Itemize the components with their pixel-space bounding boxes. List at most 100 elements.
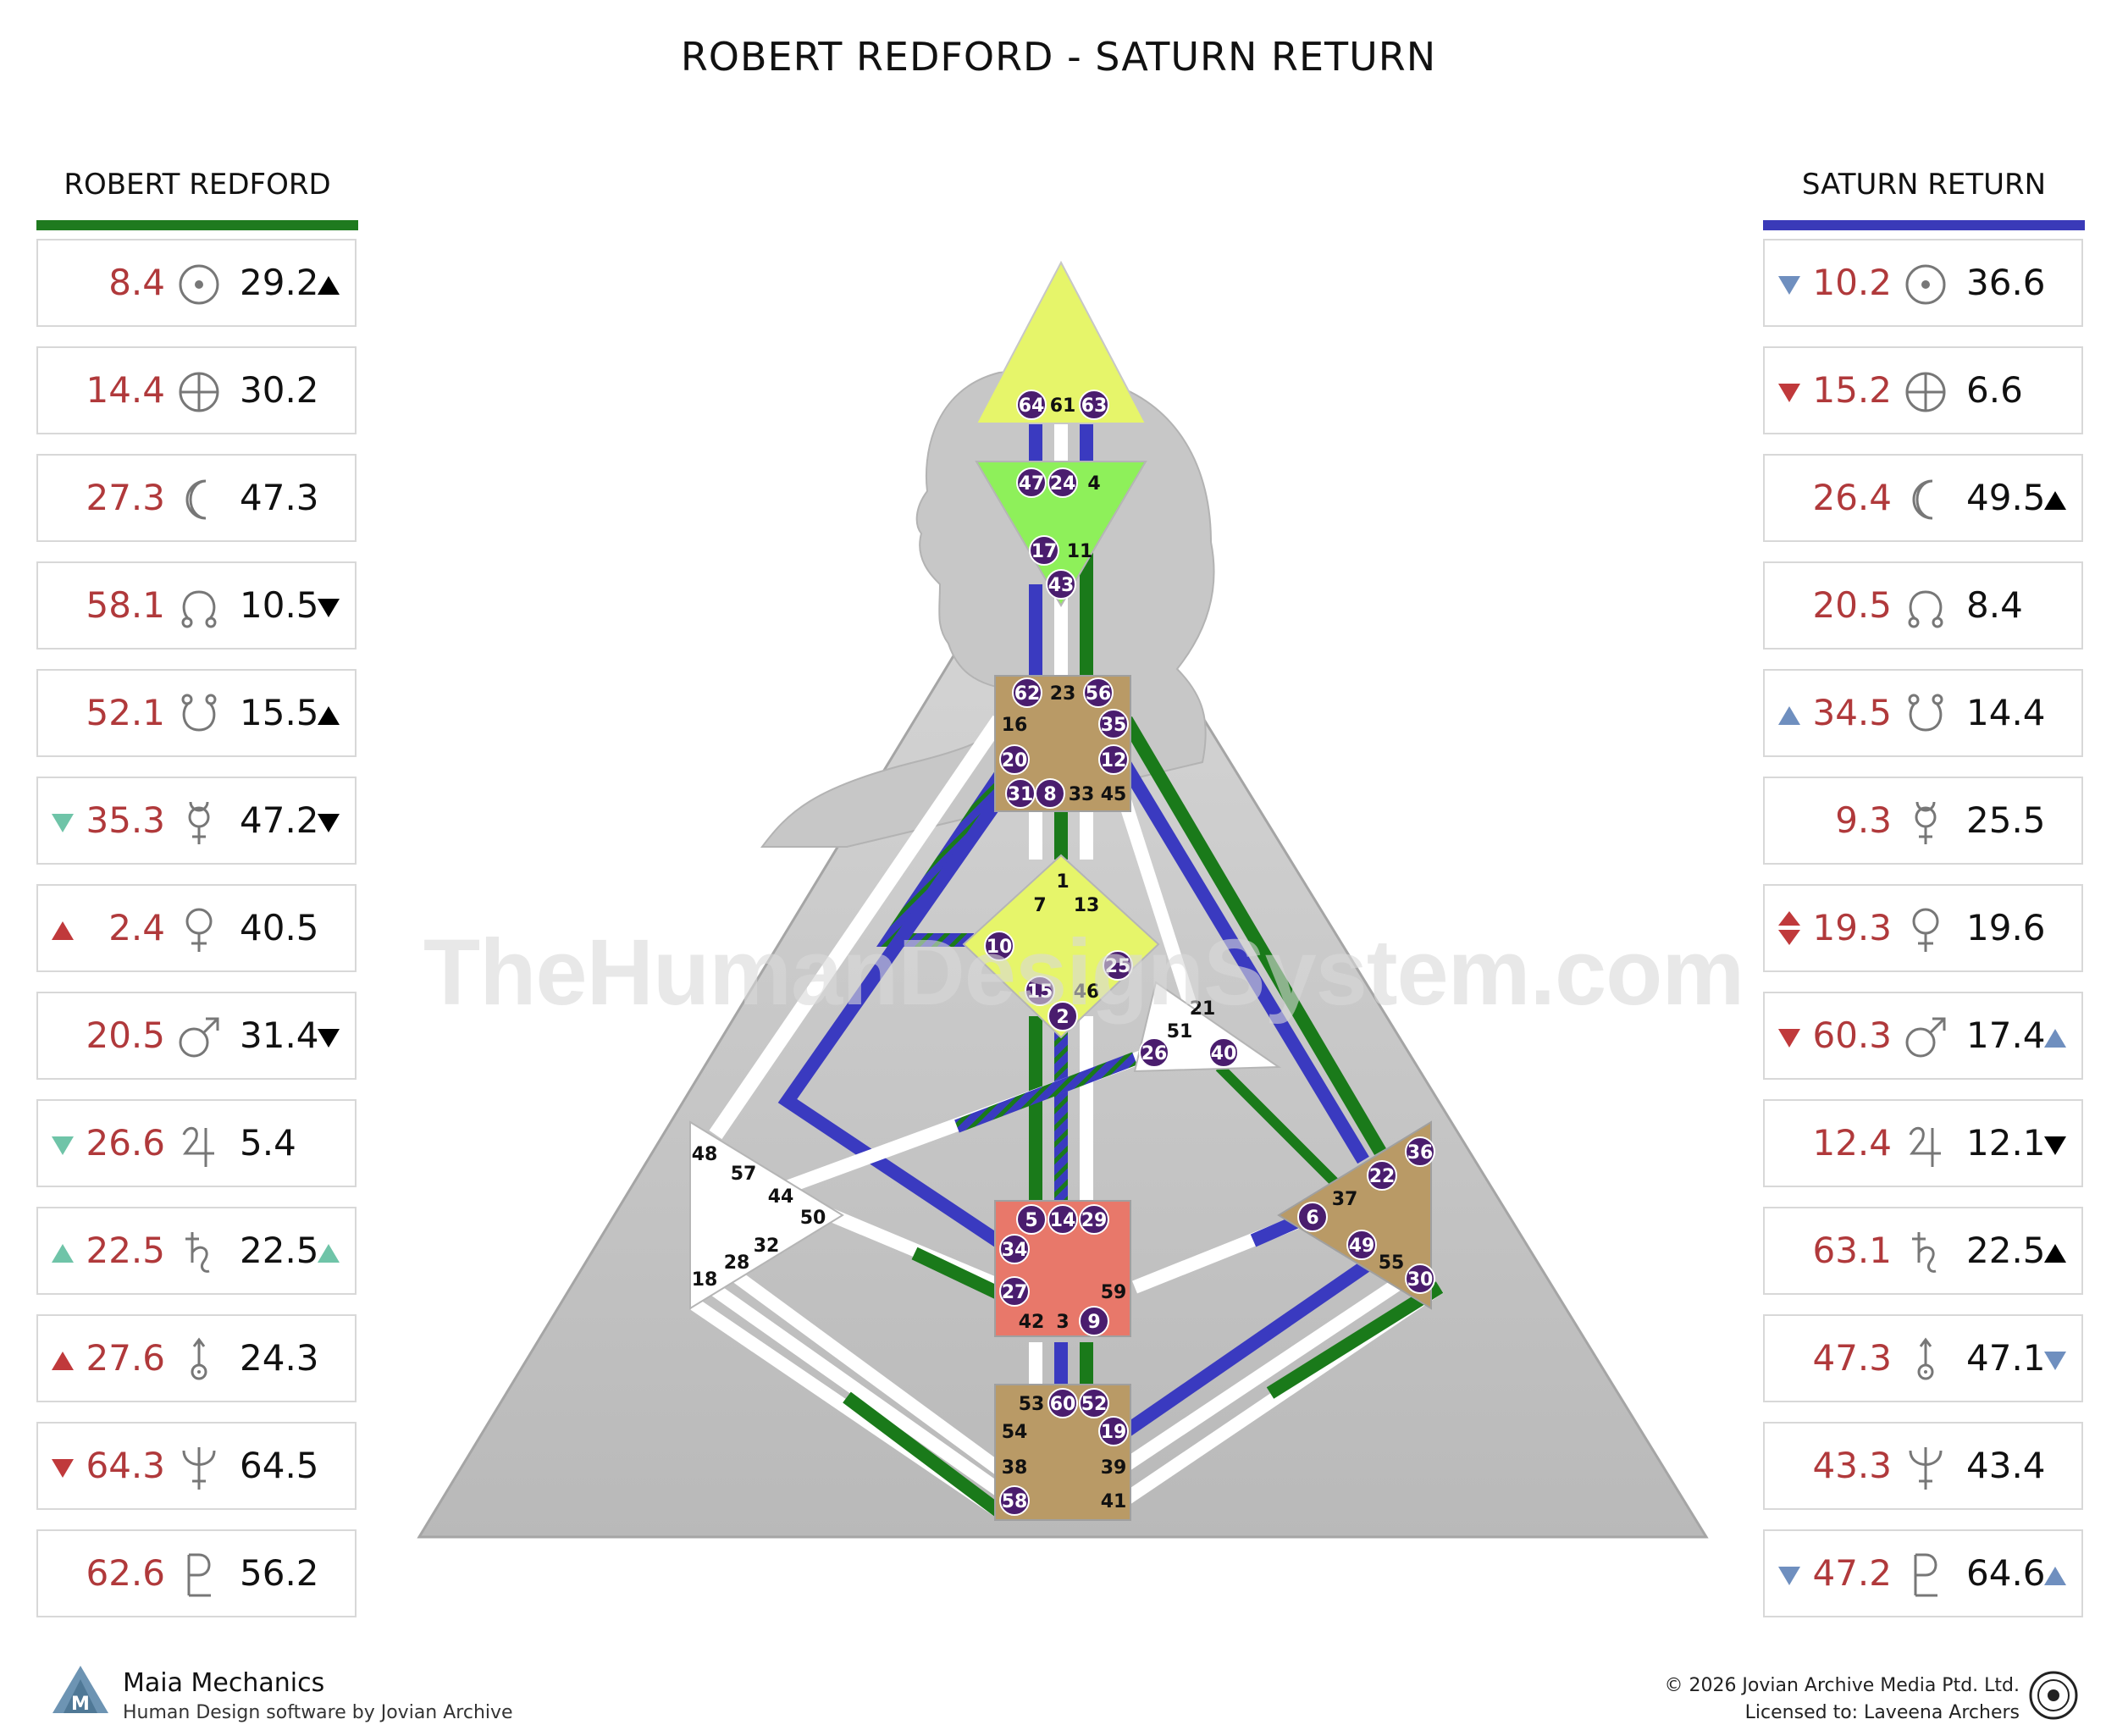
gate-number: 14: [1050, 1210, 1076, 1231]
gate-number: 4: [1087, 473, 1100, 495]
personality-gate-value: 47.2: [240, 799, 319, 841]
venus-icon: [174, 904, 224, 955]
design-gate-value: 15.2: [1812, 369, 1892, 411]
gate-number: 40: [1211, 1043, 1237, 1064]
gate-number: 29: [1081, 1210, 1108, 1231]
gate-number: 46: [1074, 981, 1100, 1003]
personality-gate-value: 64.5: [240, 1445, 319, 1486]
gate-number: 7: [1033, 895, 1046, 916]
gate-activation-circle: [1346, 1230, 1377, 1260]
gate-activation-circle: [1208, 1037, 1239, 1068]
gate-number: 55: [1379, 1252, 1405, 1274]
page-title: ROBERT REDFORD - SATURN RETURN: [680, 34, 1437, 80]
jupiter-icon: [1900, 1120, 1951, 1170]
gate-number: 23: [1050, 683, 1076, 705]
gate-activation-circle: [1025, 976, 1055, 1006]
neptune-icon: [1900, 1442, 1951, 1493]
gate-activation-circle: [1297, 1202, 1328, 1232]
gate-activation-circle: [1098, 744, 1129, 775]
pluto-icon: [1900, 1550, 1951, 1601]
design-gate-value: 35.3: [86, 799, 165, 841]
gate-number: 24: [1050, 473, 1076, 495]
gate-number: 5: [1025, 1210, 1037, 1231]
gate-activation-circle: [1405, 1263, 1435, 1294]
gate-activation-circle: [1016, 467, 1047, 498]
personality-gate-value: 36.6: [1966, 262, 2046, 303]
personality-gate-value: 64.6: [1966, 1552, 2046, 1594]
gate-activation-circle: [999, 1276, 1030, 1307]
gate-activation-circle: [1012, 677, 1042, 708]
gate-number: 42: [1019, 1312, 1045, 1333]
design-gate-value: 26.6: [86, 1122, 165, 1164]
gate-number: 62: [1014, 683, 1041, 705]
personality-gate-value: 43.4: [1966, 1445, 2046, 1486]
gate-activation-circle: [984, 931, 1014, 961]
gate-number: 36: [1407, 1142, 1434, 1164]
earth-icon: [1900, 367, 1951, 417]
gate-activation-circle: [1047, 467, 1078, 498]
planet-row: 35.3 47.2: [36, 777, 357, 865]
personality-gate-value: 24.3: [240, 1337, 319, 1379]
gate-number: 6: [1306, 1208, 1318, 1229]
venus-icon: [1900, 904, 1951, 955]
gate-activation-circle: [1047, 1204, 1078, 1235]
gate-number: 64: [1019, 395, 1045, 417]
saturn-icon: [1900, 1227, 1951, 1278]
gate-activation-circle: [1016, 390, 1047, 420]
gate-number: 15: [1027, 981, 1053, 1003]
gate-number: 22: [1369, 1166, 1396, 1187]
saturn-icon: [174, 1227, 224, 1278]
mars-icon: [174, 1012, 224, 1063]
design-gate-value: 9.3: [1835, 799, 1892, 841]
gate-number: 52: [1081, 1394, 1108, 1415]
gate-number: 38: [1002, 1457, 1028, 1479]
gate-activation-circle: [1079, 1204, 1109, 1235]
gate-activation-circle: [1035, 778, 1065, 809]
personality-gate-value: 47.1: [1966, 1337, 2046, 1379]
personality-gate-value: 56.2: [240, 1552, 319, 1594]
personality-gate-value: 49.5: [1966, 477, 2046, 518]
gate-number: 50: [800, 1208, 826, 1229]
design-gate-value: 8.4: [108, 262, 165, 303]
personality-gate-value: 31.4: [240, 1015, 319, 1056]
personality-gate-value: 14.4: [1966, 692, 2046, 733]
g-center: [962, 854, 1160, 1039]
gate-number: 59: [1101, 1282, 1127, 1303]
gate-number: 60: [1050, 1394, 1076, 1415]
gate-number: 1: [1056, 871, 1069, 893]
jupiter-icon: [174, 1120, 224, 1170]
gate-number: 19: [1101, 1422, 1127, 1443]
gate-number: 53: [1019, 1394, 1045, 1415]
gate-activation-circle: [1405, 1136, 1435, 1167]
mercury-icon: [174, 797, 224, 848]
gate-activation-circle: [1139, 1037, 1169, 1068]
gate-number: 63: [1081, 395, 1108, 417]
gate-activation-circle: [1083, 677, 1114, 708]
left-column-heading: ROBERT REDFORD: [64, 168, 331, 202]
head-silhouette: [760, 370, 1215, 848]
design-gate-value: 20.5: [1812, 584, 1892, 626]
personality-gate-value: 19.6: [1966, 907, 2046, 948]
gate-activation-circle: [1098, 709, 1129, 739]
gate-number: 13: [1074, 895, 1100, 916]
maia-logo-icon: M: [53, 1666, 108, 1715]
left-column-bar: [36, 220, 358, 230]
personality-gate-value: 12.1: [1966, 1122, 2046, 1164]
gate-number: 44: [768, 1186, 794, 1208]
gate-number: 54: [1002, 1422, 1028, 1443]
design-gate-value: 12.4: [1812, 1122, 1892, 1164]
gate-number: 27: [1002, 1282, 1028, 1303]
gate-number: 51: [1167, 1021, 1193, 1042]
ego-center: [1133, 981, 1282, 1073]
north-node-icon: [1900, 582, 1951, 633]
design-gate-value: 34.5: [1812, 692, 1892, 733]
gate-number: 2: [1056, 1007, 1069, 1028]
